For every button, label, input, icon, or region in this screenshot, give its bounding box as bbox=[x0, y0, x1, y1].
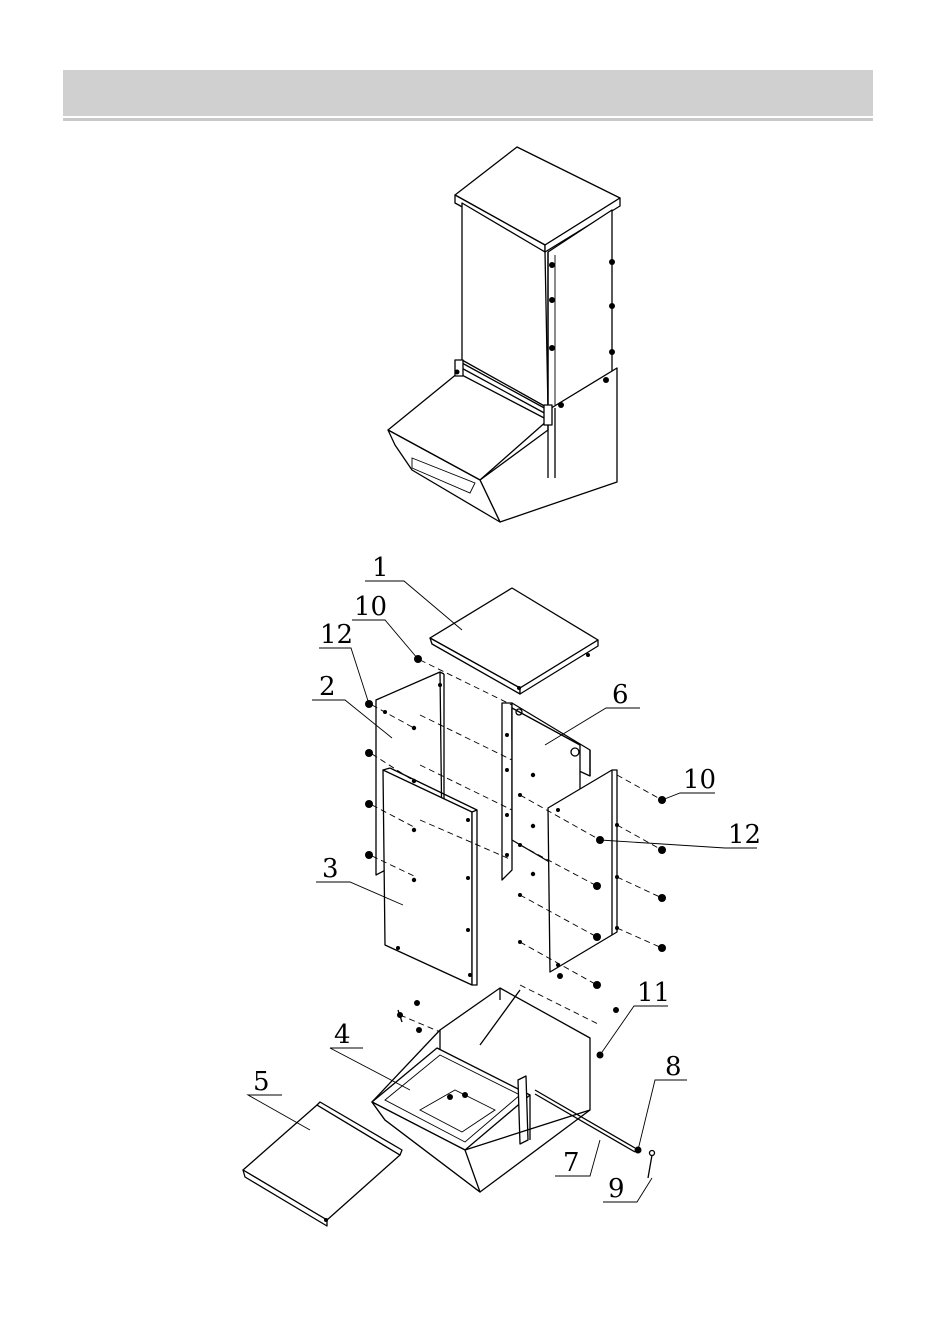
callout-2: 2 bbox=[319, 672, 336, 702]
callout-6: 6 bbox=[612, 680, 629, 710]
part-1-lid bbox=[430, 588, 598, 694]
part-3-panel bbox=[383, 768, 477, 985]
callout-10: 10 bbox=[354, 592, 387, 622]
callout-12: 12 bbox=[320, 620, 353, 650]
assembled-feeder bbox=[388, 147, 620, 522]
callout-7: 7 bbox=[563, 1148, 580, 1178]
callout-11: 11 bbox=[637, 978, 670, 1008]
callout-1: 1 bbox=[372, 553, 389, 583]
part-5-trough-lid bbox=[243, 1102, 402, 1226]
callout-3: 3 bbox=[322, 854, 339, 884]
callout-10: 10 bbox=[683, 765, 716, 795]
callout-4: 4 bbox=[334, 1020, 351, 1050]
callout-5: 5 bbox=[253, 1067, 270, 1097]
callout-8: 8 bbox=[665, 1052, 682, 1082]
callout-12: 12 bbox=[728, 820, 761, 850]
callout-9: 9 bbox=[608, 1174, 625, 1204]
part-4-base bbox=[372, 988, 655, 1192]
